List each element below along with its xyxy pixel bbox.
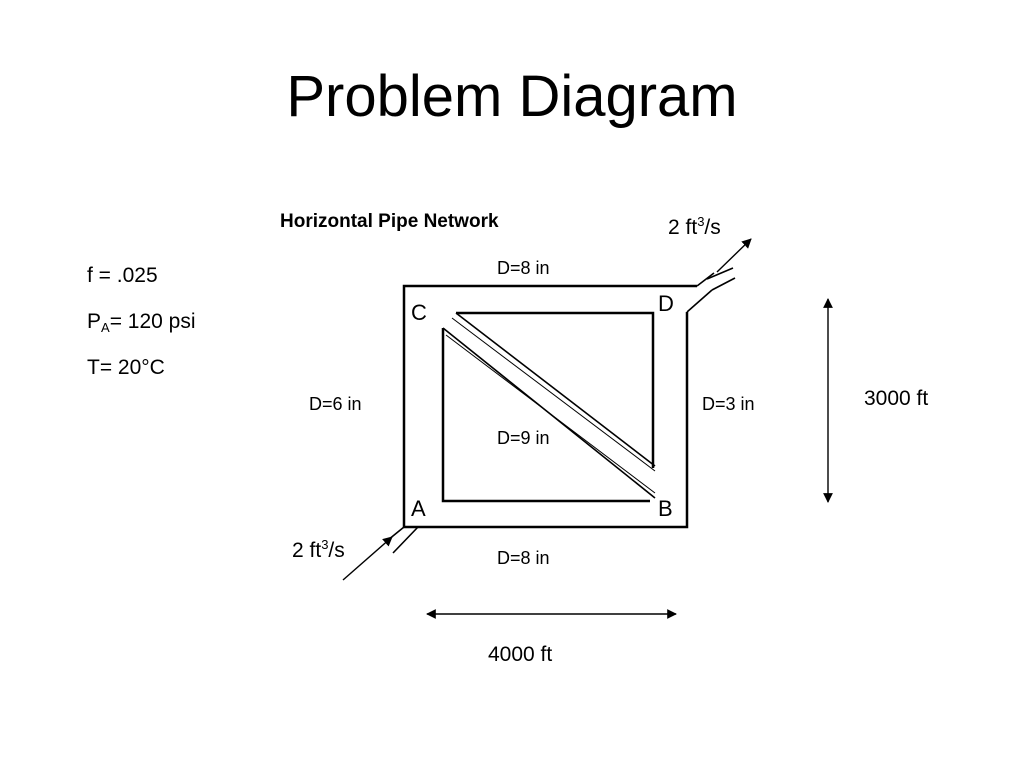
pressure-subscript: A xyxy=(101,320,110,335)
diagram-subtitle: Horizontal Pipe Network xyxy=(280,211,499,232)
inner-pipe-wall-upper xyxy=(456,311,655,468)
outlet-pipe-end-upper xyxy=(706,267,734,280)
pressure-symbol: P xyxy=(87,310,102,333)
inflow-value: 2 ft xyxy=(292,539,321,562)
pressure-value: = 120 psi xyxy=(109,310,196,333)
node-b-label: B xyxy=(658,496,673,521)
node-c-label: C xyxy=(411,300,427,325)
diagonal-pipe-inner xyxy=(451,317,656,472)
inflow-arrow xyxy=(342,536,393,581)
friction-factor: f = .025 xyxy=(87,264,158,287)
outflow-value: 2 ft xyxy=(668,216,697,239)
pipe-right-diameter: D=3 in xyxy=(702,394,755,414)
pipe-top-diameter: D=8 in xyxy=(497,258,550,278)
diagonal-pipe-wall-upper xyxy=(455,312,656,467)
given-parameters: f = .025 PA= 120 psi T= 20°C xyxy=(87,262,196,400)
inner-pipe-wall-lower xyxy=(441,328,650,503)
inflow-unit: /s xyxy=(328,539,344,562)
outlet-pipe-wall-upper xyxy=(696,272,715,287)
outflow-label: 2 ft3/s xyxy=(668,214,721,239)
node-a-label: A xyxy=(411,496,426,521)
inflow-label: 2 ft3/s xyxy=(292,537,345,562)
inlet-pipe-wall-lower xyxy=(392,526,419,554)
node-d-label: D xyxy=(658,291,674,316)
height-dimension-label: 3000 ft xyxy=(864,387,928,410)
outlet-pipe-wall-lower xyxy=(686,289,713,313)
pipe-bottom-diameter: D=8 in xyxy=(497,548,550,568)
width-dimension-label: 4000 ft xyxy=(488,643,552,666)
pipe-left-diameter: D=6 in xyxy=(309,394,362,414)
outlet-pipe-end-lower xyxy=(711,277,736,291)
diagonal-pipe-inner-2 xyxy=(445,334,656,494)
outflow-arrow xyxy=(716,238,752,273)
page-title: Problem Diagram xyxy=(286,64,738,129)
pipe-diagonal-diameter: D=9 in xyxy=(497,428,550,448)
temperature: T= 20°C xyxy=(87,356,165,379)
pressure-at-a: PA= 120 psi xyxy=(87,308,196,354)
outflow-exponent: 3 xyxy=(697,214,704,229)
outflow-unit: /s xyxy=(704,216,720,239)
inflow-exponent: 3 xyxy=(321,537,328,552)
